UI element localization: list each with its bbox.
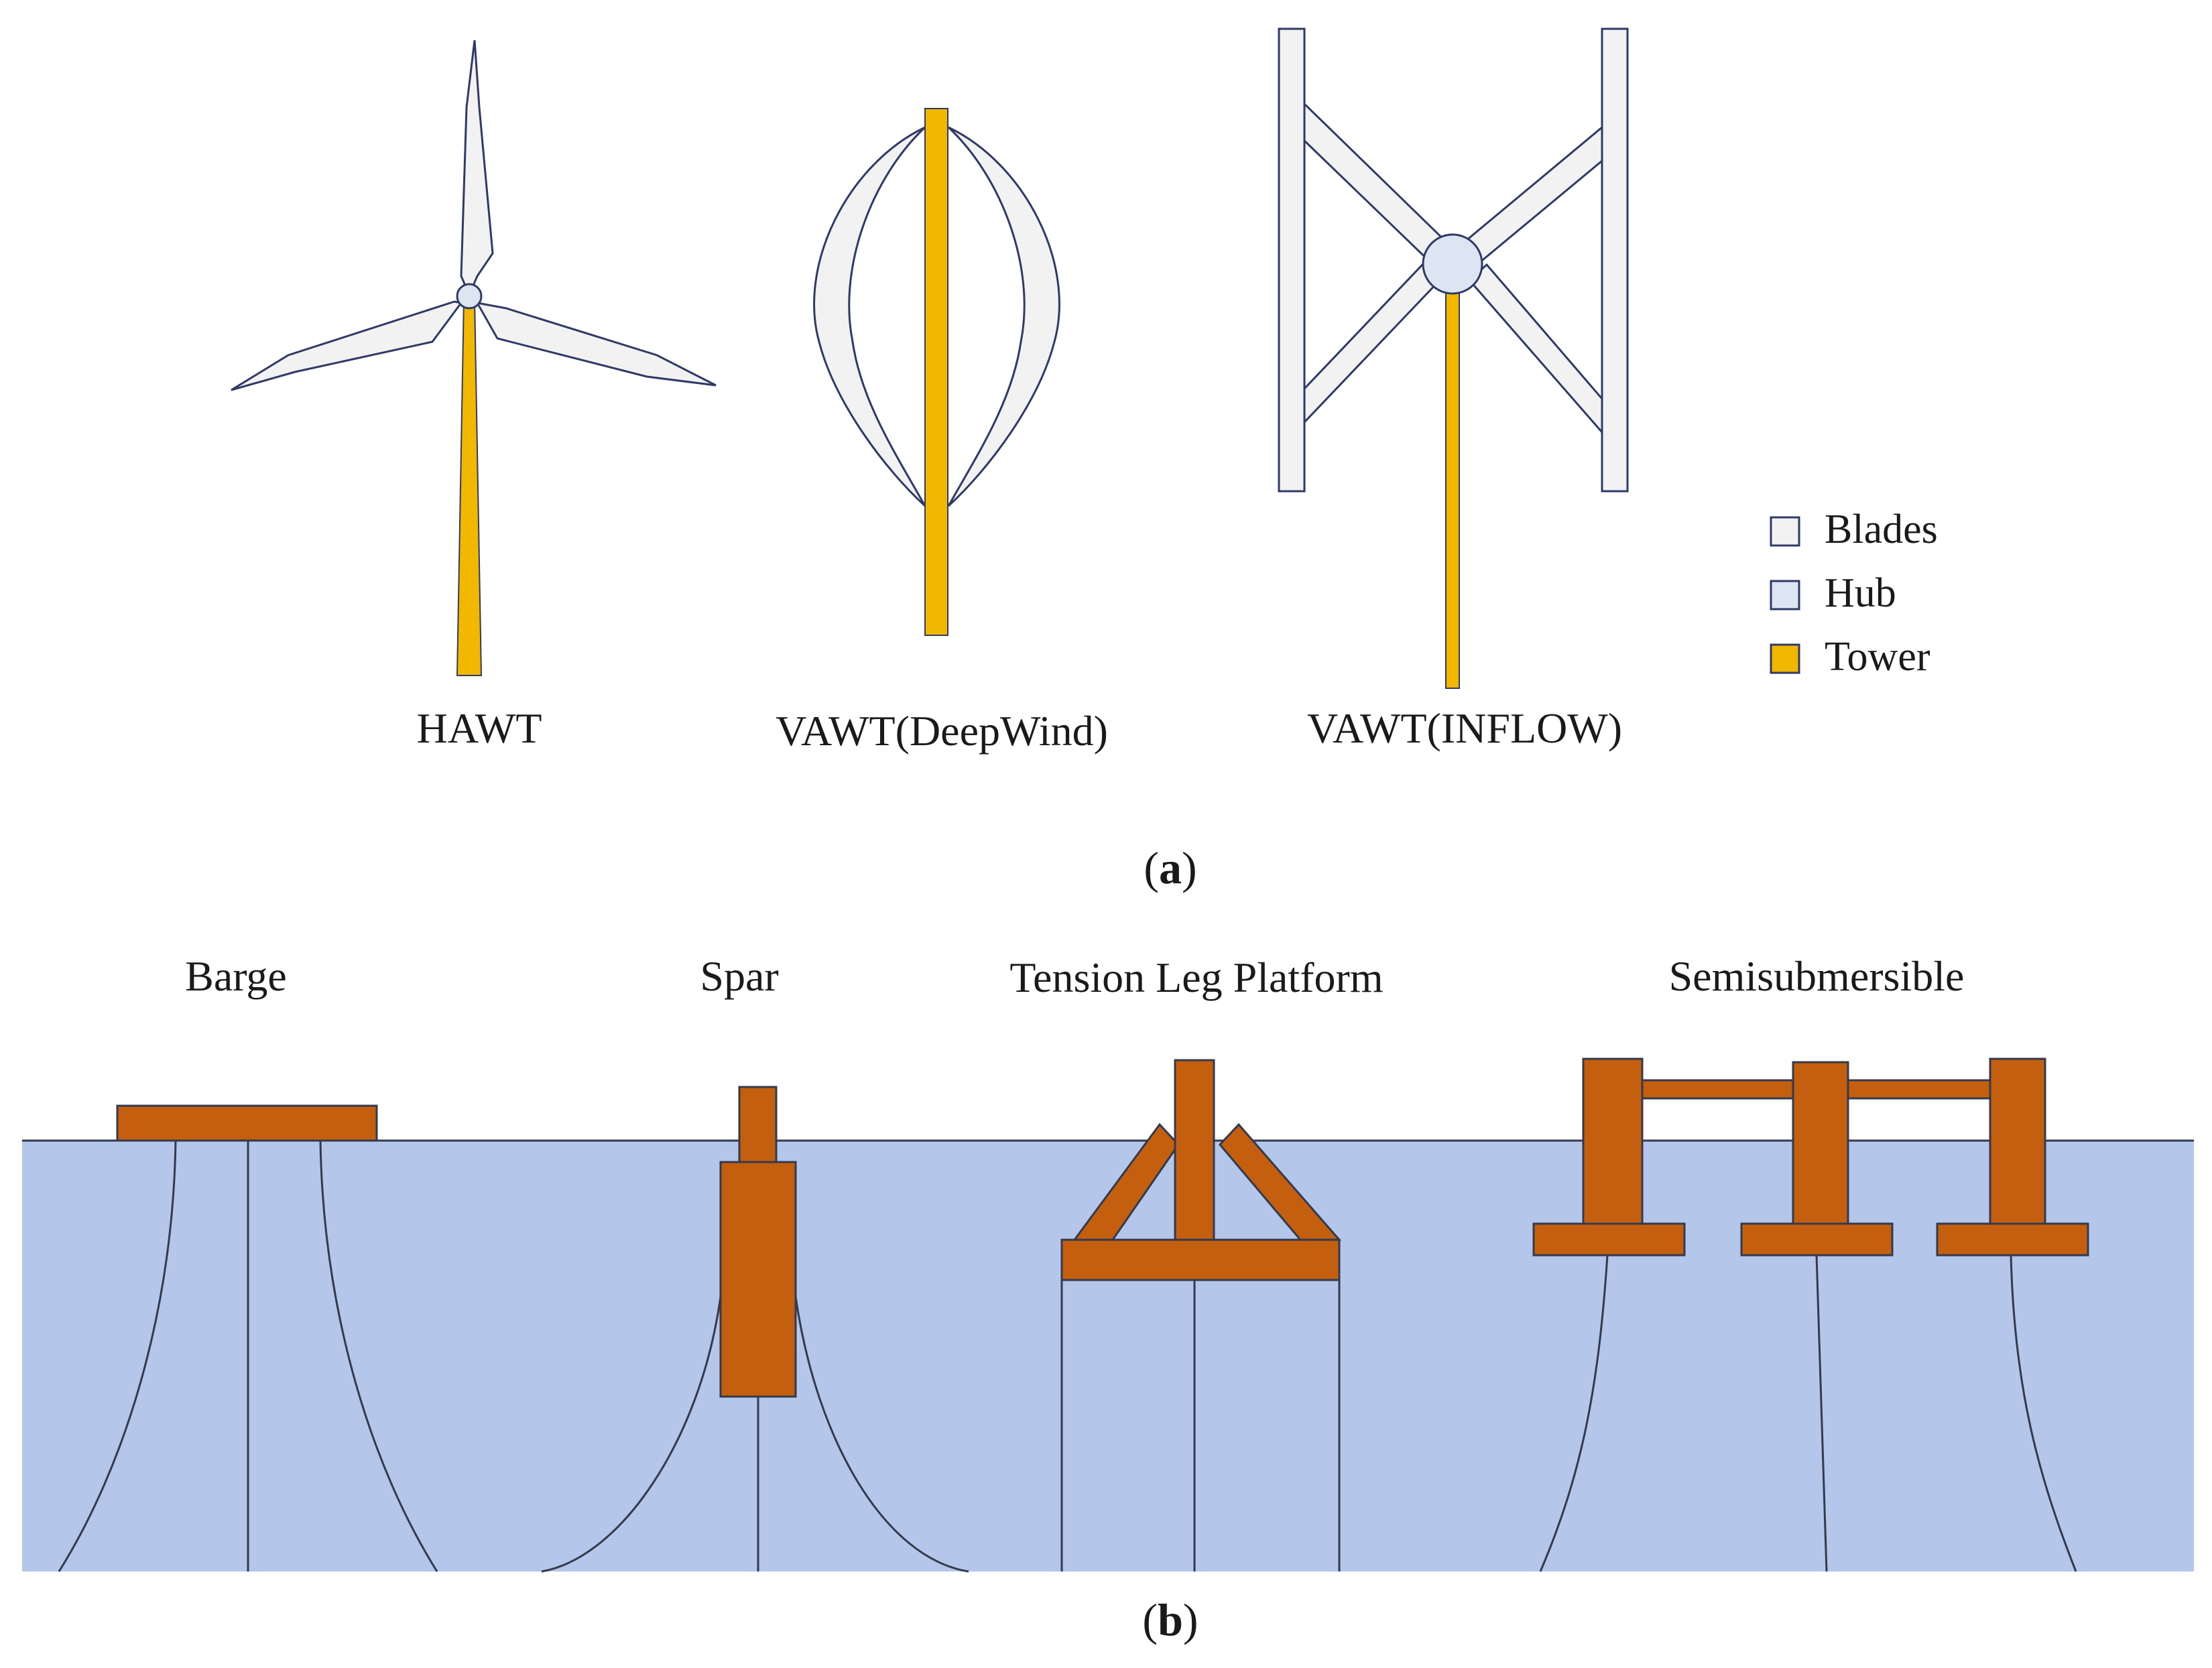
hawt-blade-left: [231, 300, 463, 391]
panel-b: Barge Spar Tension Leg Platform Semisubm…: [22, 952, 2194, 1645]
legend-label-tower: Tower: [1825, 634, 1930, 680]
hawt-blade-right: [475, 301, 717, 387]
semisub-mooring-center: [1815, 1255, 1828, 1572]
barge-mooring-right: [319, 1140, 438, 1572]
inflow-blade-left: [1278, 27, 1306, 493]
inflow-arm-lower-left: [1303, 263, 1442, 425]
inflow-label: VAWT(INFLOW): [1307, 704, 1622, 752]
caption-b-letter: b: [1158, 1594, 1183, 1645]
deepwind-tower: [924, 108, 948, 636]
semisub-platform: [1532, 1057, 2089, 1572]
deepwind-label: VAWT(DeepWind): [776, 707, 1108, 755]
hawt-label: HAWT: [417, 704, 542, 752]
legend-label-blades: Blades: [1825, 507, 1938, 552]
spar-mooring-right: [794, 1296, 969, 1573]
deepwind-blade-left: [813, 126, 926, 507]
semisub-mooring-left: [1539, 1255, 1609, 1572]
spar-platform: [541, 1086, 969, 1573]
legend-label-hub: Hub: [1825, 570, 1896, 616]
semisub-column-center: [1792, 1061, 1849, 1226]
legend: Blades Hub Tower: [1770, 507, 1938, 680]
legend-swatch-hub: [1770, 580, 1800, 611]
inflow-blade-right: [1601, 27, 1629, 493]
deepwind-blade-right: [947, 126, 1060, 507]
legend-swatch-tower: [1770, 643, 1800, 674]
caption-a-open: (: [1144, 842, 1159, 893]
semisub-column-right: [1989, 1057, 2046, 1226]
inflow-tower: [1445, 289, 1460, 689]
tlp-column: [1174, 1059, 1215, 1241]
spar-mooring-left: [541, 1296, 722, 1573]
inflow-arm-lower-right: [1467, 263, 1603, 436]
tlp-title: Tension Leg Platform: [1009, 954, 1383, 1001]
semisub-mooring-right: [2010, 1255, 2077, 1572]
spar-title: Spar: [700, 952, 778, 1000]
hawt-turbine: [231, 40, 717, 676]
semisub-brace-right: [1847, 1079, 1991, 1100]
spar-hull: [719, 1161, 797, 1398]
spar-upper-column: [738, 1086, 778, 1163]
semisub-brace-left: [1641, 1079, 1794, 1100]
semisub-pontoon-center: [1740, 1222, 1894, 1257]
hawt-tower: [456, 298, 483, 676]
inflow-hub: [1422, 233, 1483, 295]
barge-hull: [116, 1104, 378, 1142]
tlp-base: [1060, 1238, 1341, 1281]
semisub-title: Semisubmersible: [1669, 952, 1965, 1000]
tlp-platform: [1060, 1059, 1342, 1571]
barge-platform: [58, 1104, 438, 1572]
vawt-deepwind-turbine: [813, 108, 1060, 636]
caption-a-close: ): [1182, 842, 1197, 893]
hawt-hub: [456, 283, 483, 310]
hawt-blade-up: [460, 40, 494, 298]
semisub-pontoon-right: [1936, 1222, 2089, 1257]
panel-a: HAWT VAWT(DeepWind) VAWT(INFLOW) Blades …: [231, 27, 1938, 893]
semisub-column-left: [1582, 1057, 1644, 1226]
vawt-inflow-turbine: [1278, 27, 1629, 689]
barge-mooring-left: [58, 1140, 177, 1572]
caption-b-close: ): [1183, 1594, 1199, 1645]
caption-b-open: (: [1142, 1594, 1158, 1645]
barge-title: Barge: [185, 952, 287, 1000]
caption-a: (a): [1144, 842, 1196, 893]
caption-a-letter: a: [1159, 842, 1182, 893]
caption-b: (b): [1142, 1594, 1198, 1645]
semisub-pontoon-left: [1532, 1222, 1686, 1257]
legend-swatch-blades: [1770, 516, 1800, 547]
